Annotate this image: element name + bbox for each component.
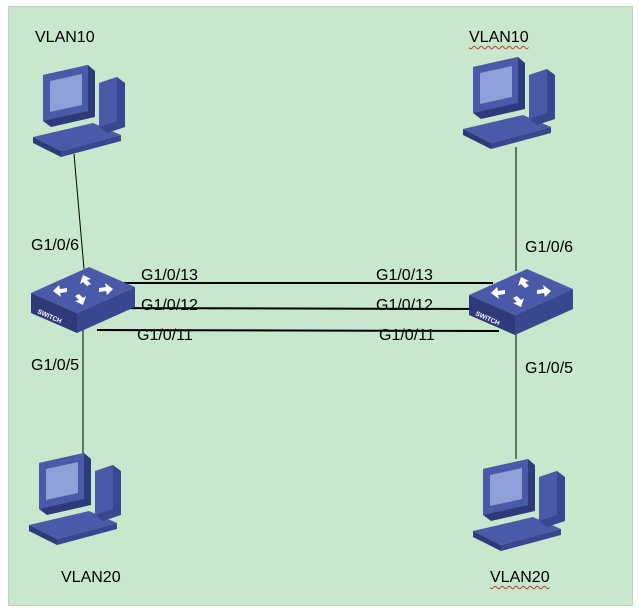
trunk-port-left-11: G1/0/11 [137, 327, 193, 344]
switch-icon-right [469, 269, 573, 335]
pc-icon-top-right [463, 57, 555, 149]
port-label-left-down: G1/0/5 [31, 357, 80, 374]
trunk-link-12 [100, 307, 494, 310]
pc-icon-bottom-right [473, 459, 565, 551]
port-label-left-up: G1/0/6 [31, 237, 80, 254]
trunk-port-right-11: G1/0/11 [379, 327, 435, 344]
vlan-label-top-right: VLAN10 [469, 29, 529, 46]
pc-icon-top-left [33, 65, 125, 157]
trunk-link-11 [96, 329, 500, 332]
link-top-left-host-to-left-switch [73, 153, 85, 270]
pc-icon-bottom-left [29, 453, 121, 545]
switch-icon-left [31, 267, 135, 333]
trunk-port-left-12: G1/0/12 [141, 297, 198, 314]
trunk-port-left-13: G1/0/13 [141, 267, 198, 284]
vlan-label-bottom-right: VLAN20 [490, 569, 550, 586]
port-label-right-down: G1/0/5 [525, 360, 574, 377]
vlan-label-bottom-left: VLAN20 [61, 569, 121, 586]
diagram-svg: SWITCH SWITCH [29, 57, 573, 551]
vlan-label-top-left: VLAN10 [35, 29, 95, 46]
trunk-port-right-12: G1/0/12 [376, 297, 433, 314]
port-label-right-up: G1/0/6 [525, 239, 574, 256]
network-diagram-canvas: SWITCH SWITCH VLAN10 VLAN10 VLAN20 VLAN2… [8, 6, 633, 606]
trunk-port-right-13: G1/0/13 [376, 267, 433, 284]
